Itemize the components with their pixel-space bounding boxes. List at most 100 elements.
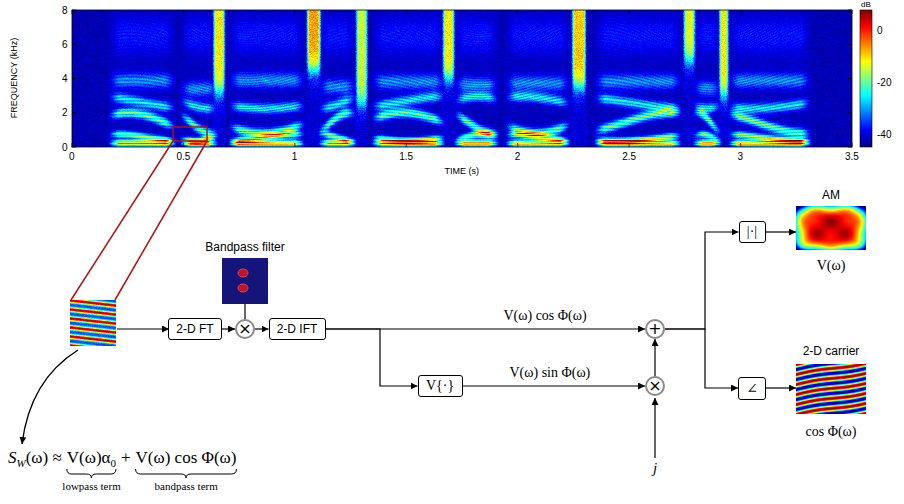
underbrace: [67, 469, 116, 478]
tick-label: 2.5: [622, 151, 636, 162]
colorbar-tick: -40: [877, 129, 891, 140]
tick-label: 2: [62, 107, 68, 118]
node-label: V{·}: [426, 378, 454, 394]
tick-label: 3: [738, 151, 744, 162]
axis-title: TIME (s): [445, 166, 480, 176]
node-sublabel: V(ω): [817, 258, 846, 274]
tick-mark: [72, 10, 73, 14]
tick-label: 0.5: [176, 151, 190, 162]
tick-label: 4: [62, 73, 68, 84]
am-image: [796, 206, 866, 250]
process-box: V{·}: [418, 375, 463, 397]
tick-mark: [629, 143, 630, 147]
process-box: 2-D FT: [168, 318, 222, 340]
filter-image: [222, 258, 268, 304]
process-box: |·|: [739, 221, 766, 243]
equation-term: S: [8, 448, 17, 468]
tick-mark: [852, 143, 853, 147]
tick-label: 0: [62, 142, 68, 153]
colorbar: [860, 10, 872, 147]
tick-mark: [517, 10, 518, 14]
equation-subscript: W: [17, 457, 26, 469]
tick-mark: [72, 44, 76, 45]
equation-term: V(ω) cos Φ(ω): [136, 448, 237, 468]
zoom-box: [173, 127, 207, 141]
colorbar-tick: -20: [877, 77, 891, 88]
process-box: ∠: [738, 377, 766, 400]
tick-label: 8: [62, 5, 68, 16]
output-block: 2-D carrier cos Φ(ω): [796, 344, 866, 440]
tick-mark: [852, 10, 853, 14]
multiplier-circle: ×: [645, 376, 665, 396]
signal-connector: [665, 329, 738, 388]
zoom-line: [115, 141, 207, 300]
equation-term: (ω) ≈: [26, 448, 62, 468]
tick-mark: [406, 143, 407, 147]
underbraces: [67, 469, 237, 478]
tick-label: 3.5: [845, 151, 859, 162]
equation-term: V(ω)α: [67, 448, 111, 468]
tick-label: 1: [292, 151, 298, 162]
zoom-line: [71, 141, 173, 300]
tick-mark: [72, 78, 76, 79]
equation: SW(ω) ≈V(ω)α0 +V(ω) cos Φ(ω): [8, 448, 236, 468]
process-box: 2-D IFT: [269, 318, 326, 340]
tick-label: 2: [515, 151, 521, 162]
signal-connector: [654, 339, 655, 376]
node-label: AM: [822, 188, 840, 202]
node-label: ×: [238, 321, 251, 337]
adder-circle: +: [645, 319, 665, 339]
axis-title: FREQUENCY (kHz): [9, 38, 19, 118]
brace-label: bandpass term: [155, 480, 218, 492]
tick-mark: [183, 10, 184, 14]
tick-mark: [740, 143, 741, 147]
node-sublabel: cos Φ(ω): [806, 424, 857, 440]
tick-mark: [72, 147, 76, 148]
tick-mark: [848, 44, 852, 45]
tick-mark: [848, 10, 852, 11]
node-label: Bandpass filter: [205, 240, 284, 254]
brace-label: lowpass term: [62, 480, 120, 492]
colorbar-unit: dB: [861, 0, 871, 9]
equation-arrow: [22, 350, 78, 444]
equation-subscript: 0: [110, 457, 116, 469]
signal-label: j: [653, 460, 657, 477]
j-arrow: [654, 398, 655, 458]
colorbar-tick: 0: [877, 25, 883, 36]
node-label: ×: [648, 378, 661, 394]
carrier-image: [796, 364, 866, 414]
node-label: ∠: [746, 380, 758, 397]
node-label: 2-D carrier: [803, 344, 860, 358]
spectrogram: [72, 10, 852, 147]
tick-mark: [294, 10, 295, 14]
tick-mark: [848, 147, 852, 148]
tick-mark: [406, 10, 407, 14]
equation-operator: +: [121, 448, 131, 468]
tick-mark: [183, 143, 184, 147]
tick-mark: [740, 10, 741, 14]
tick-label: 6: [62, 39, 68, 50]
plot-frame: [72, 10, 852, 147]
tick-mark: [294, 143, 295, 147]
signal-connector: [255, 328, 269, 329]
signal-connector: [463, 385, 646, 386]
tick-mark: [517, 143, 518, 147]
node-label: 2-D IFT: [277, 322, 318, 336]
tick-mark: [72, 112, 76, 113]
signal-connector: [766, 231, 797, 232]
output-block: AM V(ω): [796, 188, 866, 274]
tick-mark: [72, 10, 76, 11]
filter-passband: [238, 269, 248, 277]
input-arrow: [117, 328, 169, 329]
signal-label: V(ω) sin Φ(ω): [508, 365, 593, 381]
axis-ticks: [72, 10, 872, 147]
signal-connector: [766, 387, 796, 388]
tick-mark: [629, 10, 630, 14]
node-label: 2-D FT: [176, 322, 213, 336]
signal-connector: [222, 328, 235, 329]
underbrace: [136, 469, 237, 478]
